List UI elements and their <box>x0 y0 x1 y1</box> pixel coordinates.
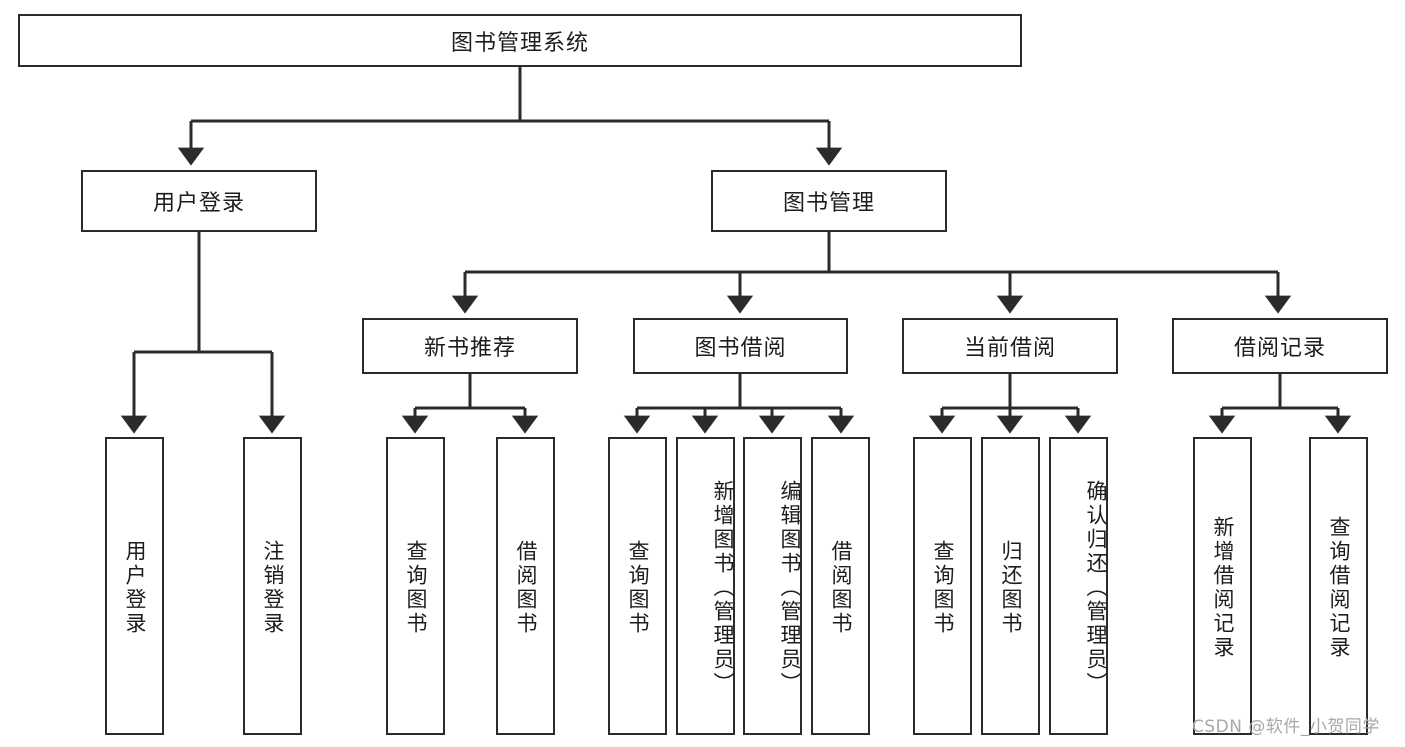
node-new-book-recommend[interactable]: 新书推荐 <box>362 318 578 374</box>
node-label: 查询图书 <box>626 540 650 636</box>
node-borrow-record[interactable]: 借阅记录 <box>1172 318 1388 374</box>
node-label: 编辑图书（管理员） <box>778 480 802 696</box>
leaf-user-login-login[interactable]: 用户登录 <box>105 437 164 735</box>
node-label: 查询借阅记录 <box>1327 516 1351 660</box>
node-label: 新增图书（管理员） <box>711 480 735 696</box>
node-label: 注销登录 <box>261 540 285 636</box>
leaf-borrow-add-book-admin[interactable]: 新增图书（管理员） <box>676 437 735 735</box>
node-label: 借阅图书 <box>514 540 538 636</box>
node-label: 图书管理 <box>782 191 875 216</box>
node-label: 新增借阅记录 <box>1211 516 1235 660</box>
node-root-book-management-system[interactable]: 图书管理系统 <box>18 14 1022 67</box>
leaf-record-add-borrow-record[interactable]: 新增借阅记录 <box>1193 437 1252 735</box>
node-label: 图书借阅 <box>694 336 787 361</box>
leaf-current-return-book[interactable]: 归还图书 <box>981 437 1040 735</box>
node-label: 用户登录 <box>152 191 245 216</box>
node-book-borrow[interactable]: 图书借阅 <box>633 318 848 374</box>
leaf-current-confirm-return-admin[interactable]: 确认归还（管理员） <box>1049 437 1108 735</box>
leaf-user-login-logout[interactable]: 注销登录 <box>243 437 302 735</box>
leaf-record-query-borrow-record[interactable]: 查询借阅记录 <box>1309 437 1368 735</box>
node-current-borrow[interactable]: 当前借阅 <box>902 318 1118 374</box>
node-label: 当前借阅 <box>963 336 1056 361</box>
node-label: 借阅图书 <box>829 540 853 636</box>
leaf-borrow-edit-book-admin[interactable]: 编辑图书（管理员） <box>743 437 802 735</box>
node-label: 用户登录 <box>123 540 147 636</box>
node-label: 查询图书 <box>931 540 955 636</box>
leaf-recommend-borrow-book[interactable]: 借阅图书 <box>496 437 555 735</box>
leaf-borrow-query-book[interactable]: 查询图书 <box>608 437 667 735</box>
node-label: 借阅记录 <box>1233 336 1326 361</box>
node-label: 归还图书 <box>999 540 1023 636</box>
node-label: 图书管理系统 <box>450 30 589 56</box>
leaf-current-query-book[interactable]: 查询图书 <box>913 437 972 735</box>
leaf-borrow-borrow-book[interactable]: 借阅图书 <box>811 437 870 735</box>
leaf-recommend-query-book[interactable]: 查询图书 <box>386 437 445 735</box>
node-label: 新书推荐 <box>423 336 516 361</box>
node-label: 查询图书 <box>404 540 428 636</box>
node-label: 确认归还（管理员） <box>1084 480 1108 696</box>
csdn-watermark: CSDN @软件_小贺同学 <box>1192 717 1380 737</box>
node-book-management[interactable]: 图书管理 <box>711 170 947 232</box>
node-user-login[interactable]: 用户登录 <box>81 170 317 232</box>
